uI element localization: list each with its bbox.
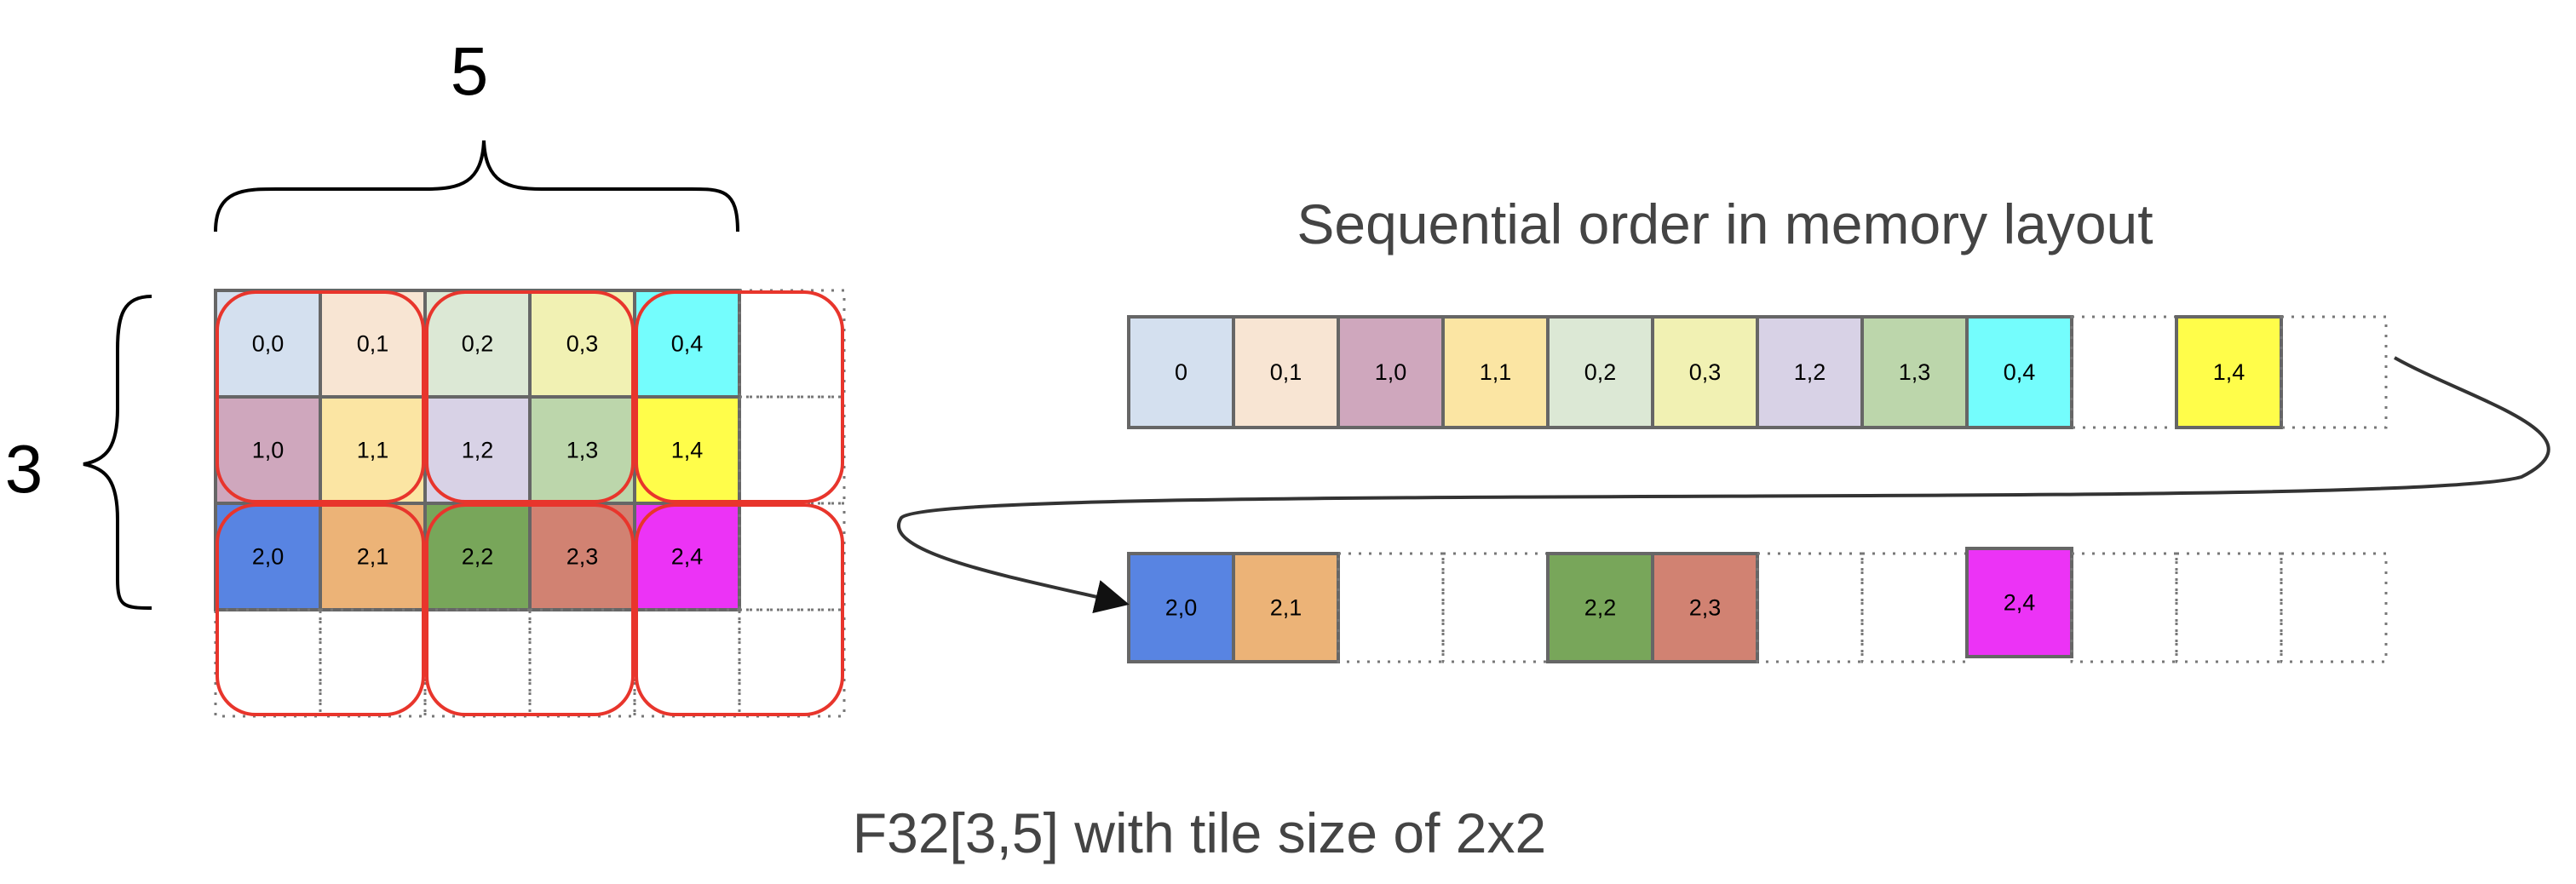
padding-cell	[214, 608, 322, 718]
memory-slot-label: 1,1	[1480, 359, 1512, 385]
memory-slot-label: 2,4	[2004, 590, 2036, 616]
memory-slot-label: 1,3	[1899, 359, 1931, 385]
empty-memory-slot	[1441, 552, 1550, 663]
grid-cell-label: 0,0	[252, 331, 285, 357]
grid-cell-label: 1,3	[566, 438, 599, 463]
memory-slot-label: 0,1	[1270, 359, 1302, 385]
wrap-arrow	[897, 356, 2550, 614]
empty-memory-slot	[2070, 552, 2178, 663]
memory-slot-label: 0,2	[1584, 359, 1617, 385]
tile-outline	[635, 503, 844, 716]
grid-cell-label: 0,1	[357, 331, 389, 357]
memory-slot	[1651, 552, 1759, 663]
grid-cell-label: 2,1	[357, 544, 389, 570]
memory-slot-label: 2,0	[1165, 595, 1198, 621]
memory-layout-title: Sequential order in memory layout	[1297, 192, 2153, 255]
memory-slot	[1232, 552, 1340, 663]
padding-cell	[319, 608, 427, 718]
padding-cell	[633, 608, 741, 718]
empty-memory-slot	[2280, 552, 2388, 663]
grid-cell-label: 1,2	[462, 438, 494, 463]
memory-slot	[1127, 315, 1235, 429]
empty-memory-slot	[2070, 315, 2178, 429]
column-brace	[214, 140, 739, 232]
memory-slot-label: 2,2	[1584, 595, 1617, 621]
grid-cell-label: 2,2	[462, 544, 494, 570]
empty-memory-slot	[1860, 552, 1969, 663]
grid-cell	[319, 502, 427, 611]
empty-memory-slot	[2175, 552, 2283, 663]
memory-slot-label: 1,0	[1375, 359, 1407, 385]
tile-outline	[216, 503, 425, 716]
empty-memory-slot	[2280, 315, 2388, 429]
grid-cell-label: 2,4	[671, 544, 704, 570]
padding-cell	[738, 502, 846, 611]
memory-slot	[1546, 552, 1654, 663]
empty-memory-slot	[1337, 552, 1445, 663]
grid-cell-label: 2,0	[252, 544, 285, 570]
memory-slot-label: 0,3	[1689, 359, 1722, 385]
memory-slot	[1232, 315, 1340, 429]
memory-slot-label: 0	[1175, 359, 1187, 385]
row-brace	[83, 295, 152, 610]
tile-outline	[635, 290, 844, 503]
padding-cell	[738, 608, 846, 718]
memory-slot	[1337, 315, 1445, 429]
memory-slot	[1860, 315, 1969, 429]
tile-outline	[216, 290, 425, 503]
memory-slot-label: 0,4	[2004, 359, 2036, 385]
empty-memory-slot	[1756, 552, 1864, 663]
grid-cell-label: 1,1	[357, 438, 389, 463]
memory-slot	[2175, 315, 2283, 429]
grid-cell-label: 0,4	[671, 331, 704, 357]
grid-cell	[319, 289, 427, 399]
grid-cell-label: 0,3	[566, 331, 599, 357]
memory-slot-label: 2,3	[1689, 595, 1722, 621]
padding-cell	[738, 289, 846, 399]
memory-slot-label: 1,2	[1794, 359, 1826, 385]
grid-cell-label: 2,3	[566, 544, 599, 570]
memory-slot	[1546, 315, 1654, 429]
memory-slot-label: 2,1	[1270, 595, 1302, 621]
row-count-label: 3	[4, 431, 43, 507]
memory-slot	[1756, 315, 1864, 429]
memory-slot-label: 1,4	[2213, 359, 2245, 385]
grid-cell-label: 1,4	[671, 438, 704, 463]
grid-cell-label: 0,2	[462, 331, 494, 357]
memory-slot	[1441, 315, 1550, 429]
grid-cell-label: 1,0	[252, 438, 285, 463]
memory-slot	[1965, 547, 2073, 658]
column-count-label: 5	[450, 33, 489, 109]
tile-outline	[425, 503, 635, 716]
memory-slot	[1965, 315, 2073, 429]
padding-cell	[528, 608, 636, 718]
tile-outline	[425, 290, 635, 503]
diagram-caption: F32[3,5] with tile size of 2x2	[852, 801, 1547, 864]
padding-cell	[738, 395, 846, 505]
padding-cell	[423, 608, 532, 718]
